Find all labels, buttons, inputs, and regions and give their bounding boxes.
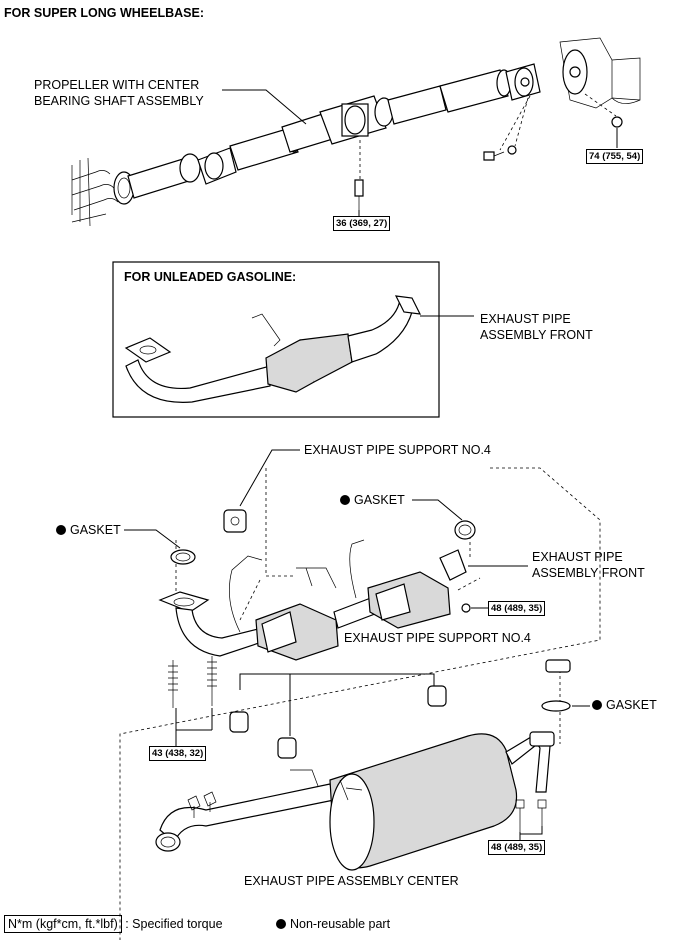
section-title: FOR SUPER LONG WHEELBASE: (4, 6, 205, 20)
torque-36: 36 (369, 27) (333, 216, 391, 231)
torque-48-lower: 48 (489, 35) (488, 840, 546, 855)
nonreusable-dot-icon (56, 525, 66, 535)
gasket-upper-right-label: GASKET (340, 493, 405, 508)
gasket-left-ring (170, 549, 196, 565)
front-pipe-drawing (158, 539, 467, 661)
gasket-lower-right-label: GASKET (592, 698, 657, 713)
legend-nonreusable: Non-reusable part (276, 917, 390, 932)
exhaust-front-inset-line1: EXHAUST PIPE (480, 312, 571, 326)
nonreusable-dot-icon (592, 700, 602, 710)
legend-torque-box: N*m (kgf*cm, ft.*lbf) (4, 915, 122, 933)
support-top-drawing (223, 509, 247, 533)
unleaded-inset-box (112, 261, 440, 418)
gasket-left-label: GASKET (56, 523, 121, 538)
exhaust-front-main-line1: EXHAUST PIPE (532, 550, 623, 564)
exhaust-center-label: EXHAUST PIPE ASSEMBLY CENTER (244, 874, 459, 888)
support-no4-top-label: EXHAUST PIPE SUPPORT NO.4 (304, 443, 491, 457)
torque-74: 74 (755, 54) (586, 149, 644, 164)
gasket-upper-right-text: GASKET (354, 493, 405, 507)
gasket-left-text: GASKET (70, 523, 121, 537)
gasket-lower-ring (541, 700, 571, 712)
propeller-shaft-drawing (127, 63, 541, 199)
propeller-label-line2: BEARING SHAFT ASSEMBLY (34, 94, 204, 108)
nonreusable-dot-icon (340, 495, 350, 505)
differential-flange-drawing (559, 37, 641, 109)
legend: N*m (kgf*cm, ft.*lbf) : Specified torque (4, 915, 223, 933)
legend-torque-text: : Specified torque (125, 917, 223, 931)
legend-nonreusable-text: Non-reusable part (290, 917, 391, 931)
propeller-label-line1: PROPELLER WITH CENTER (34, 78, 200, 92)
inset-exhaust-pipe-drawing (124, 295, 422, 403)
supports-mid-drawing (229, 685, 447, 759)
gasket-lower-right-text: GASKET (606, 698, 657, 712)
torque-48-upper: 48 (489, 35) (488, 601, 546, 616)
torque-43: 43 (438, 32) (149, 746, 207, 761)
transmission-housing-drawing (71, 157, 135, 227)
exhaust-front-main-line2: ASSEMBLY FRONT (532, 566, 645, 580)
propeller-bolts-drawing (354, 116, 623, 210)
gasket-upper-ring (454, 520, 476, 540)
nonreusable-dot-icon (276, 919, 286, 929)
spring-bolts-drawing (168, 656, 217, 708)
center-pipe-drawing (155, 731, 555, 871)
support-no4-mid-label: EXHAUST PIPE SUPPORT NO.4 (344, 631, 531, 645)
exhaust-front-inset-line2: ASSEMBLY FRONT (480, 328, 593, 342)
unleaded-title: FOR UNLEADED GASOLINE: (124, 270, 297, 284)
